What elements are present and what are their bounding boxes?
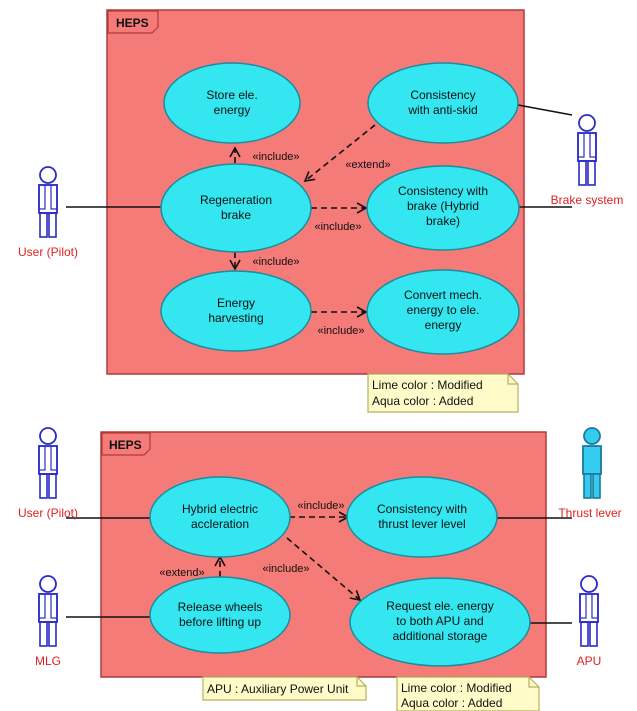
assoc-antiskid-brake [517, 104, 573, 116]
diagram-1: HEPS «include» «extend» «include» «inclu… [18, 9, 624, 413]
usecase-regeneration-brake[interactable]: Regeneration brake [160, 163, 312, 253]
usecase-label-line: energy to ele. [407, 303, 480, 317]
note-line: Lime color : Modified [372, 378, 483, 392]
note-line: Aqua color : Added [372, 394, 473, 408]
actor-figure-icon [582, 427, 602, 499]
actor-label: Thrust lever [558, 506, 621, 520]
system-tab [107, 10, 159, 34]
actor-label: User (Pilot) [18, 245, 78, 259]
actor-brake-system[interactable]: Brake system [551, 114, 624, 207]
usecase-label-line: Store ele. [206, 88, 257, 102]
usecase-request-energy[interactable]: Request ele. energy to both APU and addi… [349, 577, 531, 667]
rel-label-include-store: «include» [252, 151, 299, 163]
usecase-label-line: Consistency [410, 88, 475, 102]
actor-label: APU [577, 654, 602, 668]
dep-accel-request [286, 537, 362, 602]
legend-note: Lime color : Modified Aqua color : Added [367, 373, 519, 413]
rel-label-include-harvest: «include» [252, 256, 299, 268]
usecase-store-energy[interactable]: Store ele. energy [163, 62, 301, 144]
usecase-label-line: Release wheels [178, 600, 263, 614]
actor-thrust-lever[interactable]: Thrust lever [558, 427, 622, 520]
usecase-label-line: brake [221, 208, 251, 222]
legend-note: Lime color : Modified Aqua color : Added [396, 676, 540, 711]
usecase-label-line: before lifting up [179, 615, 261, 629]
usecase-label-line: Energy [217, 296, 255, 310]
usecase-consistency-thrust-lever[interactable]: Consistency with thrust lever level [346, 476, 498, 558]
actor-user-pilot[interactable]: User (Pilot) [18, 427, 78, 520]
apu-note: APU : Auxiliary Power Unit [202, 676, 367, 701]
usecase-label-line: brake (Hybrid [407, 199, 479, 213]
actor-figure-icon [38, 575, 58, 647]
note-line: Lime color : Modified [401, 681, 512, 695]
usecase-label-line: Consistency with [377, 502, 467, 516]
usecase-label-line: energy [214, 103, 251, 117]
system-label: HEPS [109, 438, 142, 452]
usecase-consistency-antiskid[interactable]: Consistency with anti-skid [367, 62, 519, 144]
actor-figure-icon [38, 427, 58, 499]
usecase-hybrid-electric-acceleration[interactable]: Hybrid electric accleration [149, 476, 291, 558]
actor-figure-icon [577, 114, 597, 186]
usecase-label-line: harvesting [208, 311, 263, 325]
usecase-label-line: brake) [426, 214, 460, 228]
usecase-label-line: Request ele. energy [386, 599, 493, 613]
rel-label-include-request: «include» [262, 563, 309, 575]
usecase-label-line: to both APU and [396, 614, 483, 628]
actor-mlg[interactable]: MLG [35, 575, 61, 668]
usecase-label-line: accleration [191, 517, 249, 531]
actor-figure-icon [579, 575, 599, 647]
actor-label: Brake system [551, 193, 624, 207]
note-line: Aqua color : Added [401, 696, 502, 710]
system-label: HEPS [116, 16, 149, 30]
usecase-label-line: additional storage [393, 629, 488, 643]
usecase-consistency-hybrid-brake[interactable]: Consistency with brake (Hybrid brake) [366, 165, 520, 251]
actor-user-pilot[interactable]: User (Pilot) [18, 166, 78, 259]
dep-antiskid-regen [303, 124, 376, 183]
usecase-label-line: thrust lever level [378, 517, 465, 531]
usecase-energy-harvesting[interactable]: Energy harvesting [160, 270, 312, 352]
usecase-convert-energy[interactable]: Convert mech. energy to ele. energy [366, 269, 520, 355]
usecase-label-line: Regeneration [200, 193, 272, 207]
actor-apu[interactable]: APU [577, 575, 602, 668]
rel-label-include-convert: «include» [317, 325, 364, 337]
usecase-label-line: Convert mech. [404, 288, 482, 302]
usecase-label-line: energy [425, 318, 462, 332]
usecase-label-line: with anti-skid [407, 103, 477, 117]
note-line: APU : Auxiliary Power Unit [207, 682, 349, 696]
actor-figure-icon [38, 166, 58, 238]
rel-label-include-hybrid: «include» [314, 221, 361, 233]
system-tab [101, 432, 151, 456]
rel-label-include-thrust: «include» [297, 500, 344, 512]
actor-label: MLG [35, 654, 61, 668]
usecase-label-line: Consistency with [398, 184, 488, 198]
usecase-label-line: Hybrid electric [182, 502, 258, 516]
usecase-release-wheels[interactable]: Release wheels before lifting up [149, 576, 291, 654]
diagram-2: HEPS «include» «extend» «include» Hybrid… [18, 427, 622, 711]
rel-label-extend-release: «extend» [159, 567, 204, 579]
rel-label-extend-antiskid: «extend» [345, 159, 390, 171]
actor-label: User (Pilot) [18, 506, 78, 520]
